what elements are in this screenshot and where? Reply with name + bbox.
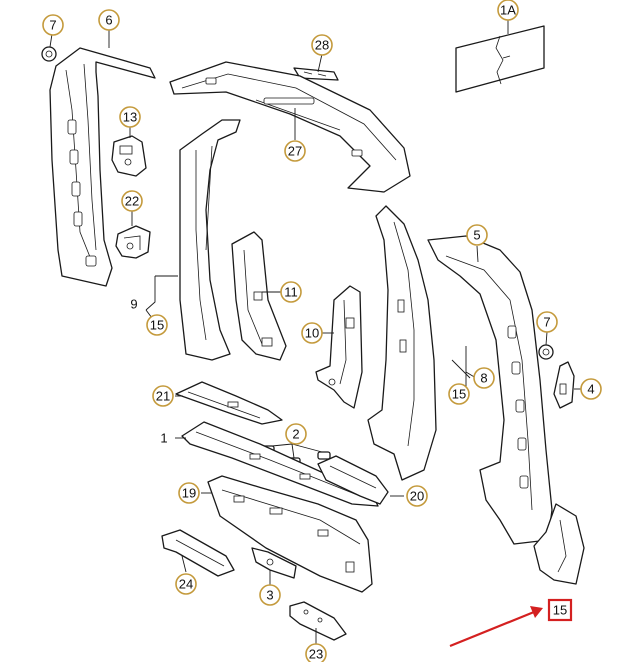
svg-text:24: 24 — [179, 577, 193, 592]
callout-15-right[interactable]: 15 — [448, 383, 470, 405]
callout-21[interactable]: 21 — [152, 385, 174, 407]
part-28-clip — [293, 53, 339, 81]
callout-10[interactable]: 10 — [301, 322, 323, 344]
highlight-arrow — [449, 606, 543, 648]
svg-text:11: 11 — [284, 285, 298, 300]
svg-text:4: 4 — [587, 382, 594, 397]
svg-text:20: 20 — [410, 489, 424, 504]
callout-19[interactable]: 19 — [178, 482, 200, 504]
part-3-bracket — [251, 547, 297, 586]
callout-11[interactable]: 11 — [280, 281, 302, 303]
callout-7-left[interactable]: 7 — [42, 14, 64, 36]
part-15-lower-panel — [533, 503, 585, 585]
svg-text:6: 6 — [105, 13, 112, 28]
part-19-lower-panel — [201, 475, 373, 593]
callout-9[interactable]: 9 — [130, 297, 137, 312]
callout-24[interactable]: 24 — [175, 573, 197, 595]
callout-13[interactable]: 13 — [119, 106, 141, 128]
part-27-roof-member — [169, 61, 411, 193]
svg-text:7: 7 — [543, 315, 550, 330]
svg-text:1A: 1A — [500, 3, 516, 18]
svg-text:27: 27 — [288, 144, 302, 159]
svg-text:8: 8 — [480, 371, 487, 386]
svg-text:1: 1 — [160, 431, 167, 446]
callout-4[interactable]: 4 — [580, 378, 602, 400]
part-13-bracket — [111, 126, 147, 177]
svg-text:21: 21 — [156, 389, 170, 404]
callout-23[interactable]: 23 — [305, 643, 327, 662]
svg-text:28: 28 — [315, 38, 329, 53]
part-20-bracket — [317, 455, 404, 505]
callout-3[interactable]: 3 — [259, 584, 281, 606]
part-7-grommet-right — [538, 331, 554, 360]
callout-2[interactable]: 2 — [285, 423, 307, 445]
part-1a-label — [455, 20, 545, 93]
svg-text:15: 15 — [553, 603, 567, 618]
callout-15-highlighted[interactable]: 15 — [547, 598, 573, 622]
part-24-bracket — [161, 529, 235, 577]
part-21-crossmember — [175, 381, 283, 425]
part-7-grommet-left — [41, 33, 57, 62]
callout-27[interactable]: 27 — [284, 140, 306, 162]
callout-5[interactable]: 5 — [466, 224, 488, 246]
svg-text:19: 19 — [182, 486, 196, 501]
part-6-left-pillar — [49, 30, 156, 287]
svg-text:3: 3 — [266, 588, 273, 603]
svg-text:2: 2 — [292, 427, 299, 442]
part-1-sill-member — [175, 421, 379, 507]
callout-20[interactable]: 20 — [406, 485, 428, 507]
part-11-inner-pillar — [231, 231, 287, 361]
callout-7-right[interactable]: 7 — [536, 311, 558, 333]
svg-text:13: 13 — [123, 110, 137, 125]
svg-text:22: 22 — [125, 194, 139, 209]
part-4-bracket — [553, 361, 582, 409]
svg-text:15: 15 — [150, 318, 164, 333]
svg-text:23: 23 — [309, 647, 323, 662]
part-22-bracket — [115, 210, 151, 259]
part-8-inner-panel-right — [367, 205, 471, 481]
callout-15-left[interactable]: 15 — [146, 314, 168, 336]
svg-text:9: 9 — [130, 297, 137, 312]
svg-text:15: 15 — [452, 387, 466, 402]
svg-text:10: 10 — [305, 326, 319, 341]
part-9-inner-panel — [155, 119, 241, 361]
callout-22[interactable]: 22 — [121, 190, 143, 212]
part-10-bracket — [315, 285, 363, 409]
part-23-bracket — [289, 601, 347, 644]
callout-28[interactable]: 28 — [311, 34, 333, 56]
part-5-right-pillar — [427, 235, 553, 545]
callout-1a[interactable]: 1A — [497, 0, 519, 21]
callout-6[interactable]: 6 — [98, 9, 120, 31]
callout-1[interactable]: 1 — [160, 431, 167, 446]
svg-text:7: 7 — [49, 18, 56, 33]
svg-text:5: 5 — [473, 228, 480, 243]
callout-8[interactable]: 8 — [473, 367, 495, 389]
